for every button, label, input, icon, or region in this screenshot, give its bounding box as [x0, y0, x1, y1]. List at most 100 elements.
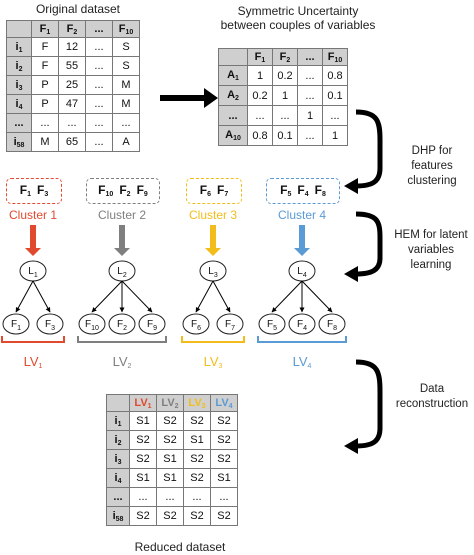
feature-node: [36, 313, 64, 335]
tree-edge: [271, 280, 303, 313]
dhp-step-label: DHP for features clustering: [392, 144, 472, 189]
data-reconstruction-curved-arrow-head: [344, 438, 358, 454]
table-cell: S1: [129, 411, 157, 431]
cluster-3-bracket: [181, 336, 245, 343]
feature-node: [258, 313, 286, 335]
tree-edge: [91, 280, 123, 313]
row-header: ...: [6, 113, 32, 133]
cluster-2-features-box: F10 F2 F9: [86, 178, 160, 204]
cluster-feature: F6: [199, 183, 211, 198]
column-header: F1: [247, 48, 273, 66]
table-cell: S2: [183, 449, 211, 469]
table-cell: A: [112, 132, 140, 152]
latent-node-label: L3: [208, 266, 218, 279]
table-row: .........1...: [218, 105, 348, 126]
column-header: F1: [31, 20, 59, 38]
row-header: i3: [6, 75, 32, 95]
hem-step-label: HEM for latent variables learning: [388, 228, 474, 273]
row-header: i4: [106, 468, 130, 488]
tree-edge: [212, 280, 231, 313]
cluster-4-arrow-head: [294, 248, 310, 256]
cluster-feature: F10: [98, 183, 114, 198]
table-cell: S2: [156, 506, 184, 526]
cluster-3-features-box: F6 F7: [186, 178, 242, 204]
su-caption: Symmetric Uncertainty between couples of…: [208, 4, 388, 32]
column-header: LV4: [210, 394, 238, 412]
corner-cell: [106, 394, 130, 412]
cluster-feature: F9: [136, 183, 148, 198]
latent-variable-4-label: LV4: [292, 354, 312, 370]
row-header: A2: [218, 85, 248, 106]
table-cell: 0.2: [247, 85, 273, 106]
cluster-3-label: Cluster 3: [188, 208, 238, 222]
tree-edge: [32, 280, 51, 313]
table-cell: ...: [85, 132, 113, 152]
cluster-1-bracket: [1, 336, 65, 343]
table-cell: S2: [210, 411, 238, 431]
cluster-2-bracket: [77, 336, 167, 343]
cluster-feature: F8: [314, 183, 326, 198]
table-cell: 25: [58, 75, 86, 95]
table-cell: S1: [210, 468, 238, 488]
feature-node: [2, 313, 30, 335]
cluster-feature: F1: [19, 183, 31, 198]
row-header: i1: [6, 37, 32, 57]
table-cell: S2: [156, 411, 184, 431]
column-header: LV2: [156, 394, 184, 412]
cluster-1-label: Cluster 1: [8, 208, 58, 222]
cluster-3-arrow-head: [205, 248, 221, 256]
tree-edge: [121, 280, 153, 313]
feature-node: [78, 313, 106, 335]
data-reconstruction-line2: reconstruction: [395, 398, 469, 410]
data-reconstruction-label: Data reconstruction: [392, 382, 472, 412]
column-header: F10: [112, 20, 140, 38]
table-cell: 1: [322, 125, 348, 146]
row-header: ...: [218, 105, 248, 126]
latent-variable-2-label: LV2: [112, 354, 132, 370]
feature-node: [288, 313, 316, 335]
row-header: A1: [218, 65, 248, 86]
dhp-step-line2: clustering: [407, 175, 457, 187]
feature-node: [138, 313, 166, 335]
reduced-dataset-caption: Reduced dataset: [134, 540, 226, 554]
latent-node-label: L2: [117, 266, 127, 279]
hem-curved-arrow-head: [344, 266, 358, 282]
cluster-feature: F7: [217, 183, 229, 198]
feature-node-label: F5: [267, 319, 277, 332]
cluster-4-bracket: [257, 336, 347, 343]
latent-node-label: L4: [297, 266, 307, 279]
hem-step-line1: HEM for latent: [394, 229, 468, 241]
dhp-curved-arrow: [355, 109, 383, 189]
row-header: i1: [106, 411, 130, 431]
feature-node: [216, 313, 244, 335]
su-caption-line1: Symmetric Uncertainty: [237, 4, 359, 18]
cluster-feature: F2: [119, 183, 131, 198]
feature-node-label: F4: [297, 319, 307, 332]
table-cell: 0.8: [247, 125, 273, 146]
hem-curved-arrow: [355, 211, 383, 277]
corner-cell: [6, 20, 32, 38]
dhp-curved-arrow-head: [344, 178, 358, 194]
tree-edge: [15, 280, 34, 313]
cluster-2-arrow-head: [114, 248, 130, 256]
table-cell: S1: [156, 468, 184, 488]
feature-node-label: F3: [45, 319, 55, 332]
row-header: i58: [6, 132, 32, 152]
table-cell: S1: [183, 430, 211, 450]
feature-node-label: F6: [191, 319, 201, 332]
cluster-4-label: Cluster 4: [277, 208, 327, 222]
